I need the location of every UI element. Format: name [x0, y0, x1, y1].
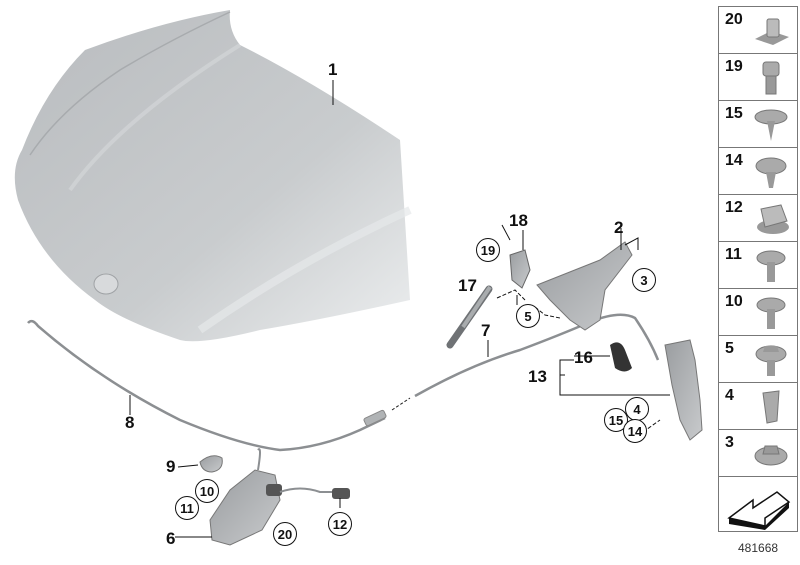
torx-bolt-washer-icon — [756, 250, 786, 282]
callout-16: 16 — [574, 348, 593, 367]
hex-nut-plate-icon — [754, 445, 788, 466]
legend-direction-arrow — [718, 476, 798, 532]
hood-lock-part — [209, 469, 281, 546]
legend-item-15[interactable]: 15 — [718, 100, 798, 147]
callout-11-circled: 11 — [175, 496, 199, 520]
callout-9: 9 — [166, 457, 176, 476]
direction-arrow-icon — [727, 491, 791, 530]
legend-item-3[interactable]: 3 — [718, 429, 798, 476]
expanding-nut-icon — [762, 390, 780, 424]
callout-17: 17 — [458, 276, 477, 295]
callout-14-circled: 14 — [623, 419, 647, 443]
callout-1: 1 — [328, 60, 338, 79]
self-tapping-screw-washer-icon — [754, 109, 788, 141]
callout-6: 6 — [166, 529, 176, 548]
bracket-18-part — [509, 249, 531, 289]
callout-19-circled: 19 — [476, 238, 500, 262]
hinge-part — [536, 241, 633, 331]
hood-part — [14, 10, 412, 342]
hinge-bracket-part — [664, 339, 703, 441]
callout-10-circled: 10 — [195, 479, 219, 503]
callout-18: 18 — [509, 211, 528, 230]
callout-8: 8 — [125, 413, 135, 432]
legend-item-20[interactable]: 20 — [718, 6, 798, 53]
legend-item-12[interactable]: 12 — [718, 194, 798, 241]
leader-lines — [129, 80, 670, 538]
clip-nut-icon — [755, 18, 789, 45]
fastener-legend: 20 19 15 14 12 11 10 5 4 3 — [718, 6, 798, 532]
hex-bolt-washer-icon — [755, 345, 787, 376]
document-number: 481668 — [738, 541, 779, 555]
legend-item-10[interactable]: 10 — [718, 288, 798, 335]
callout-13: 13 — [528, 367, 547, 386]
hex-socket-bolt-icon — [762, 61, 780, 95]
callout-7: 7 — [481, 321, 491, 340]
callout-12-circled: 12 — [328, 512, 352, 536]
legend-item-19[interactable]: 19 — [718, 53, 798, 100]
connector-part — [332, 488, 350, 499]
legend-item-5[interactable]: 5 — [718, 335, 798, 382]
gas-strut-part — [446, 285, 493, 349]
cable-holder-icon — [757, 204, 789, 234]
callout-20-circled: 20 — [273, 522, 297, 546]
callout-3-circled: 3 — [632, 268, 656, 292]
spreading-rivet-icon — [755, 157, 787, 188]
legend-item-14[interactable]: 14 — [718, 147, 798, 194]
release-cable-8 — [27, 319, 386, 452]
callout-2: 2 — [614, 218, 624, 237]
callout-4-circled: 4 — [625, 397, 649, 421]
lock-plate-9-part — [199, 455, 223, 473]
torx-bolt-washer-icon — [756, 297, 786, 329]
callout-5-circled: 5 — [516, 304, 540, 328]
cable-holder-16-part — [610, 342, 632, 372]
legend-item-4[interactable]: 4 — [718, 382, 798, 429]
legend-item-11[interactable]: 11 — [718, 241, 798, 288]
